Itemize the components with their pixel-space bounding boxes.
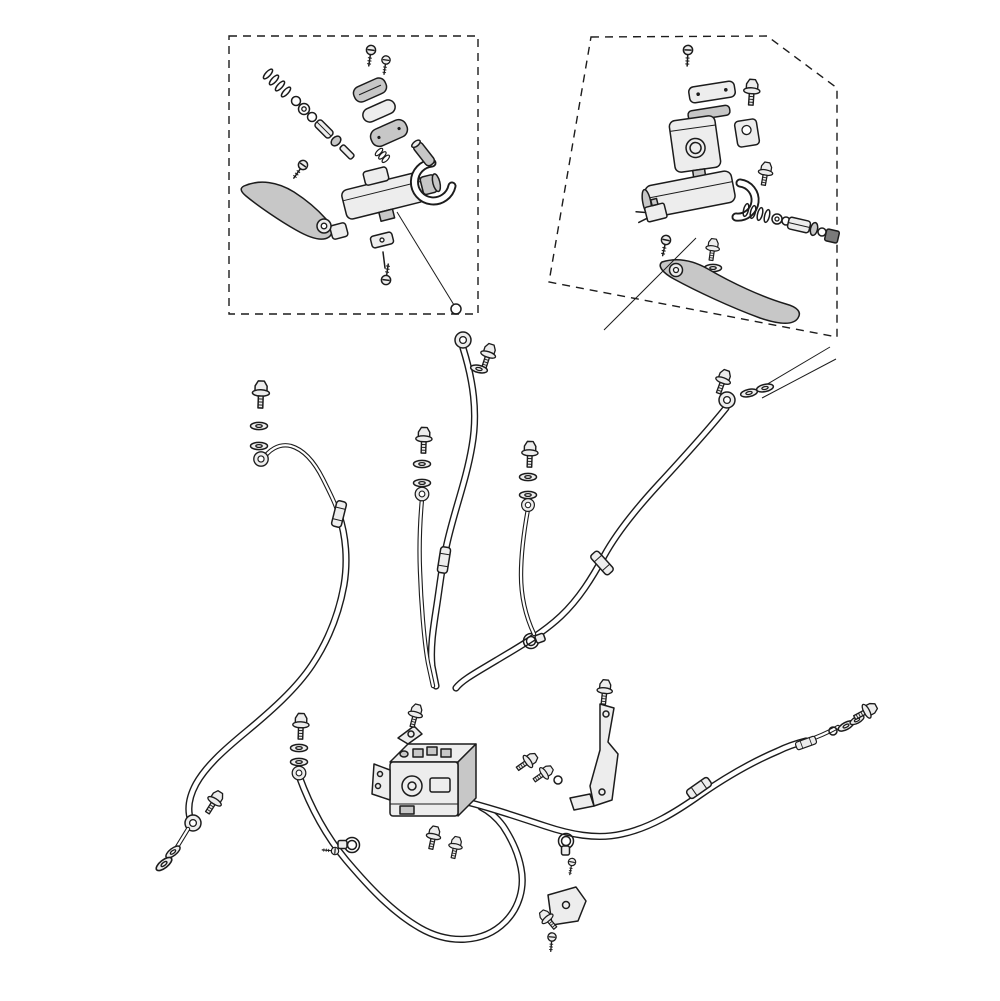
clamp-bolt-icon	[755, 160, 776, 187]
bracket-bolt-icon	[512, 749, 542, 776]
flange-bolt-icon	[414, 426, 434, 455]
bracket-bolt-icon	[595, 678, 615, 706]
front-brake-lever	[240, 181, 349, 240]
brake-switch-icon	[635, 197, 668, 224]
clip-screw-icon	[321, 845, 340, 856]
side-bracket	[371, 763, 391, 801]
washer-icon	[289, 757, 309, 767]
rear-piston-kit	[742, 202, 841, 244]
banjo-eye-icon	[718, 391, 736, 409]
sealing-ring-icon	[450, 303, 462, 315]
reservoir-cap	[687, 80, 736, 122]
banjo-eye-icon	[454, 331, 472, 349]
sealing-ring-icon	[828, 726, 838, 736]
hose-clip-icon	[557, 832, 575, 856]
reservoir-screw-icon	[363, 44, 377, 68]
sealing-washer-icon	[755, 381, 775, 395]
banjo-bolt-icon	[710, 367, 735, 397]
washer-icon	[518, 472, 538, 482]
mounting-bracket	[512, 678, 619, 953]
clip-screw-icon	[565, 857, 577, 876]
washer-icon	[249, 441, 269, 451]
switch-screw-icon	[657, 233, 673, 258]
rear-master-cylinder-group	[548, 35, 841, 338]
front-piston-kit	[262, 68, 355, 160]
flange-bolt-icon	[251, 379, 271, 410]
washer-icon	[289, 743, 309, 753]
cap-screw-icon	[681, 44, 694, 67]
pipe-eye-icon	[414, 486, 430, 502]
washer-icon	[518, 490, 538, 500]
bracket-bolt-icon	[529, 761, 557, 787]
lever-pivot-screw-icon	[289, 157, 311, 182]
rear-master-cylinder-body	[641, 170, 760, 222]
flange-bolt-icon	[520, 440, 540, 469]
lower-clamp	[369, 231, 395, 286]
right-brake-hose	[456, 367, 775, 688]
flange-bolt-icon	[291, 712, 311, 741]
front-brake-hose	[431, 331, 500, 686]
mount-bolt-icon	[445, 834, 465, 861]
banjo-bolt-icon	[200, 787, 228, 818]
dashed-frame-front	[228, 35, 479, 315]
reservoir-screw-icon	[379, 54, 392, 76]
washer-icon	[249, 421, 269, 431]
lower-bracket	[535, 886, 587, 953]
pivot-bolt-icon	[703, 237, 722, 262]
abs-modulator	[371, 702, 477, 861]
pipe-eye-icon	[291, 765, 307, 781]
mount-bolt-icon	[423, 824, 444, 852]
bracket-screw-icon	[545, 931, 558, 953]
lever-blade	[659, 259, 801, 324]
dashed-frame-rear	[548, 35, 838, 338]
washer-icon	[553, 775, 563, 785]
leader-line	[603, 237, 697, 331]
left-brake-hose	[153, 379, 347, 874]
front-master-cylinder-body	[341, 139, 457, 222]
washer-icon	[412, 478, 432, 488]
hose-crimp-icon	[436, 545, 452, 575]
leader-line	[396, 211, 455, 306]
front-master-cylinder-group	[228, 35, 479, 315]
reservoir-cap-stack	[352, 77, 409, 165]
joint-bolt-icon	[742, 78, 762, 107]
top-bracket	[397, 725, 423, 745]
pipe-eye-icon	[520, 498, 536, 512]
gasket-icon	[153, 854, 175, 874]
washer-icon	[412, 459, 432, 469]
sealing-washer-icon	[739, 386, 759, 400]
reservoir-joint	[733, 118, 761, 148]
bracket-bolt-icon	[404, 702, 426, 730]
bottom-brake-hose	[289, 698, 881, 939]
brake-hoses	[153, 331, 881, 939]
pipe-eye-icon	[253, 451, 269, 467]
mirror-holder-icon	[411, 139, 436, 167]
